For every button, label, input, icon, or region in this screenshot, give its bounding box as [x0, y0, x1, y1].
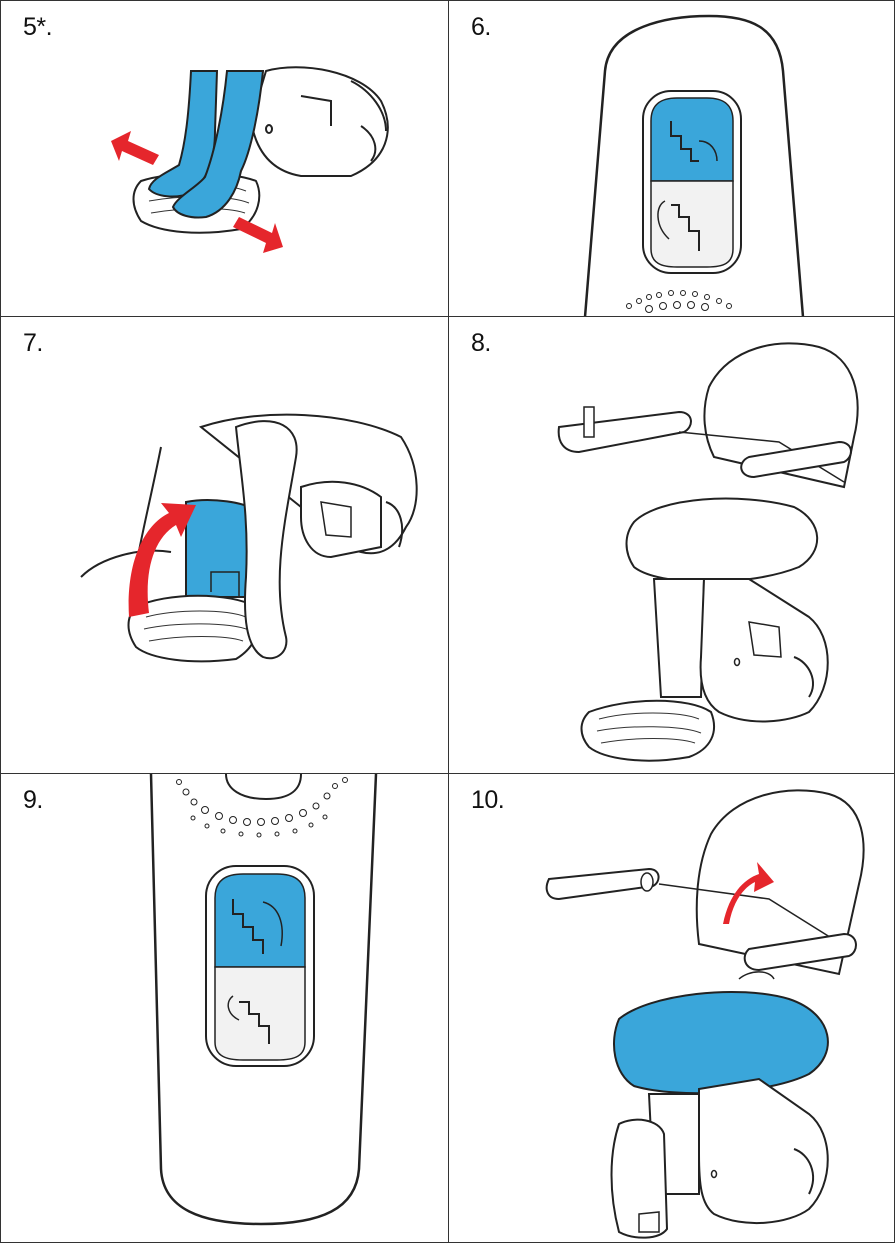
feet-on-footrest-illustration — [1, 1, 449, 317]
controller-up-illustration — [449, 1, 895, 317]
step-9-panel: 9. — [1, 774, 449, 1243]
step-8-panel: 8. — [449, 317, 895, 774]
seat-fold-illustration — [449, 774, 895, 1243]
step-10-panel: 10. — [449, 774, 895, 1243]
footrest — [582, 701, 715, 761]
controller-down-illustration — [1, 774, 449, 1243]
chair-unfolded-illustration — [449, 317, 895, 774]
step-6-panel: 6. — [449, 1, 895, 317]
step-7-panel: 7. — [1, 317, 449, 774]
step-5-panel: 5*. — [1, 1, 449, 317]
fold-footrest-illustration — [1, 317, 449, 774]
